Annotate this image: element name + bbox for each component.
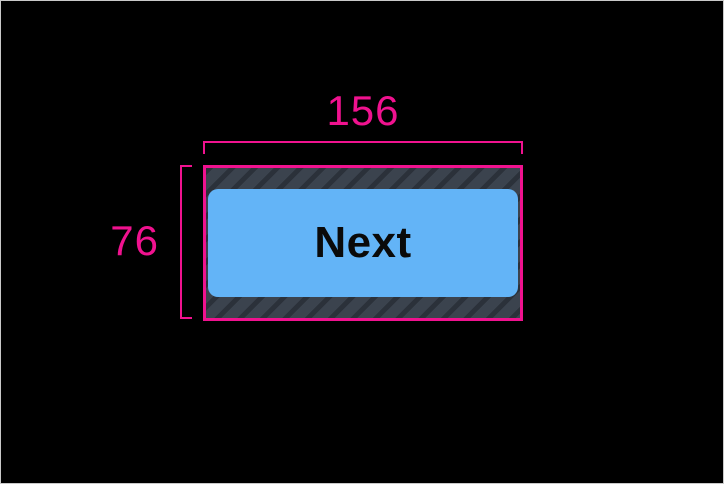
height-dimension-label: 76: [110, 217, 159, 264]
width-dimension-label: 156: [326, 87, 400, 134]
next-button[interactable]: Next: [208, 189, 518, 297]
width-measurement-bracket: [203, 141, 523, 154]
touch-target-overlay: Next: [203, 165, 523, 321]
height-measurement-bracket: [180, 165, 192, 319]
